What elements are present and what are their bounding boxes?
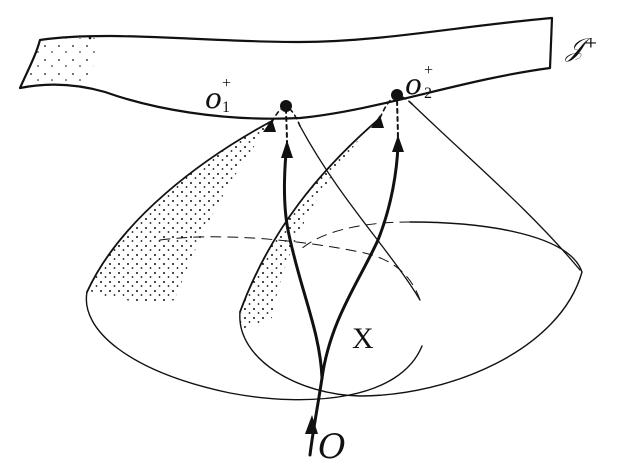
worldline-shared [308,376,324,457]
past-cone-2 [239,103,583,397]
worldline-to-o1 [282,143,324,380]
arrowheads [263,115,404,434]
svg-text:o: o [205,82,222,115]
svg-text:o: o [405,68,422,101]
label-o2: o 2 + [405,62,433,102]
worldline-to-o2 [320,143,400,380]
svg-text:2: 2 [424,85,432,102]
cone-1-stipple [88,122,272,302]
cone-1-base [85,291,423,401]
arrowhead-icon [281,140,293,158]
scri-plus-stipple [22,38,100,88]
arrowhead-icon [263,119,276,132]
arrowhead-icon [371,115,384,128]
svg-text:1: 1 [222,99,230,116]
cone-2-stipple [239,118,378,330]
scri-plus-band [18,16,554,120]
label-region-x: X [352,322,374,355]
label-scri-plus: 𝒥⁺ [564,33,598,63]
point-o2-icon [391,89,403,101]
point-o1-icon [280,100,292,112]
label-origin: O [318,427,346,467]
worldlines [271,94,413,457]
cone-2-base-back [299,221,411,251]
arrowhead-icon [305,415,318,434]
past-cone-1 [85,121,423,401]
cone-2-base [239,221,583,397]
scri-speck [88,36,92,40]
svg-text:+: + [424,62,433,79]
arrowhead-icon [392,135,404,152]
label-o1: o 1 + [205,75,231,116]
svg-text:+: + [222,75,231,92]
